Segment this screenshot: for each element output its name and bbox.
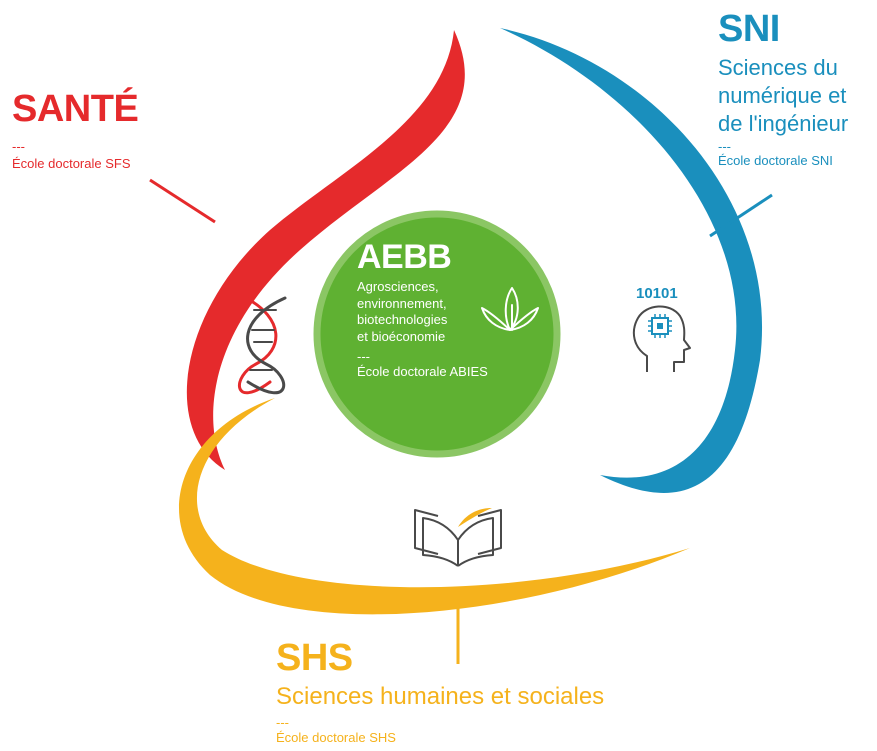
sante-ecole-link[interactable]: École doctorale SFS	[12, 155, 131, 171]
aebb-title: AEBB	[357, 238, 452, 276]
leaves-icon	[481, 287, 539, 331]
sni-title: SNI	[718, 8, 780, 50]
aebb-circle	[313, 210, 561, 458]
aebb-subtitle-line: biotechnologies	[357, 312, 448, 328]
sante-arc	[186, 30, 465, 470]
aebb-subtitle-line: Agrosciences,	[357, 279, 439, 295]
aebb-ecole-link[interactable]: École doctorale ABIES	[357, 363, 488, 379]
head-chip-icon: 10101	[632, 285, 691, 372]
sante-connector	[149, 178, 216, 224]
shs-subtitle: Sciences humaines et sociales	[276, 682, 605, 710]
aebb-subtitle: Agrosciences, environnement, biotechnolo…	[357, 279, 488, 346]
sante-label: SANTÉ --- École doctorale SFS	[12, 88, 139, 172]
sni-subtitle-line: de l'ingénieur	[718, 111, 849, 136]
open-book-icon	[414, 508, 502, 567]
shs-title: SHS	[276, 637, 353, 679]
sante-separator: ---	[12, 138, 25, 154]
sni-subtitle-line: numérique et	[718, 82, 847, 108]
sni-separator: ---	[718, 139, 731, 155]
aebb-subtitle-line: et bioéconomie	[357, 328, 446, 344]
shs-separator: ---	[276, 715, 289, 731]
sni-connector	[709, 193, 773, 238]
aebb-subtitle-line: environnement,	[357, 295, 447, 311]
shs-label: SHS Sciences humaines et sociales --- Éc…	[276, 637, 604, 746]
sni-subtitle-line: Sciences du	[718, 54, 838, 80]
aebb-label: AEBB Agrosciences, environnement, biotec…	[357, 238, 488, 380]
sni-label: SNI Sciences du numérique et de l'ingéni…	[718, 8, 848, 169]
sni-subtitle: Sciences du numérique et de l'ingénieur	[718, 54, 848, 138]
dna-icon	[237, 296, 287, 395]
aebb-separator: ---	[357, 348, 370, 364]
sante-title: SANTÉ	[12, 88, 139, 130]
binary-text: 10101	[636, 285, 678, 302]
sni-ecole-link[interactable]: École doctorale SNI	[718, 153, 833, 169]
shs-ecole-link[interactable]: École doctorale SHS	[276, 730, 396, 746]
